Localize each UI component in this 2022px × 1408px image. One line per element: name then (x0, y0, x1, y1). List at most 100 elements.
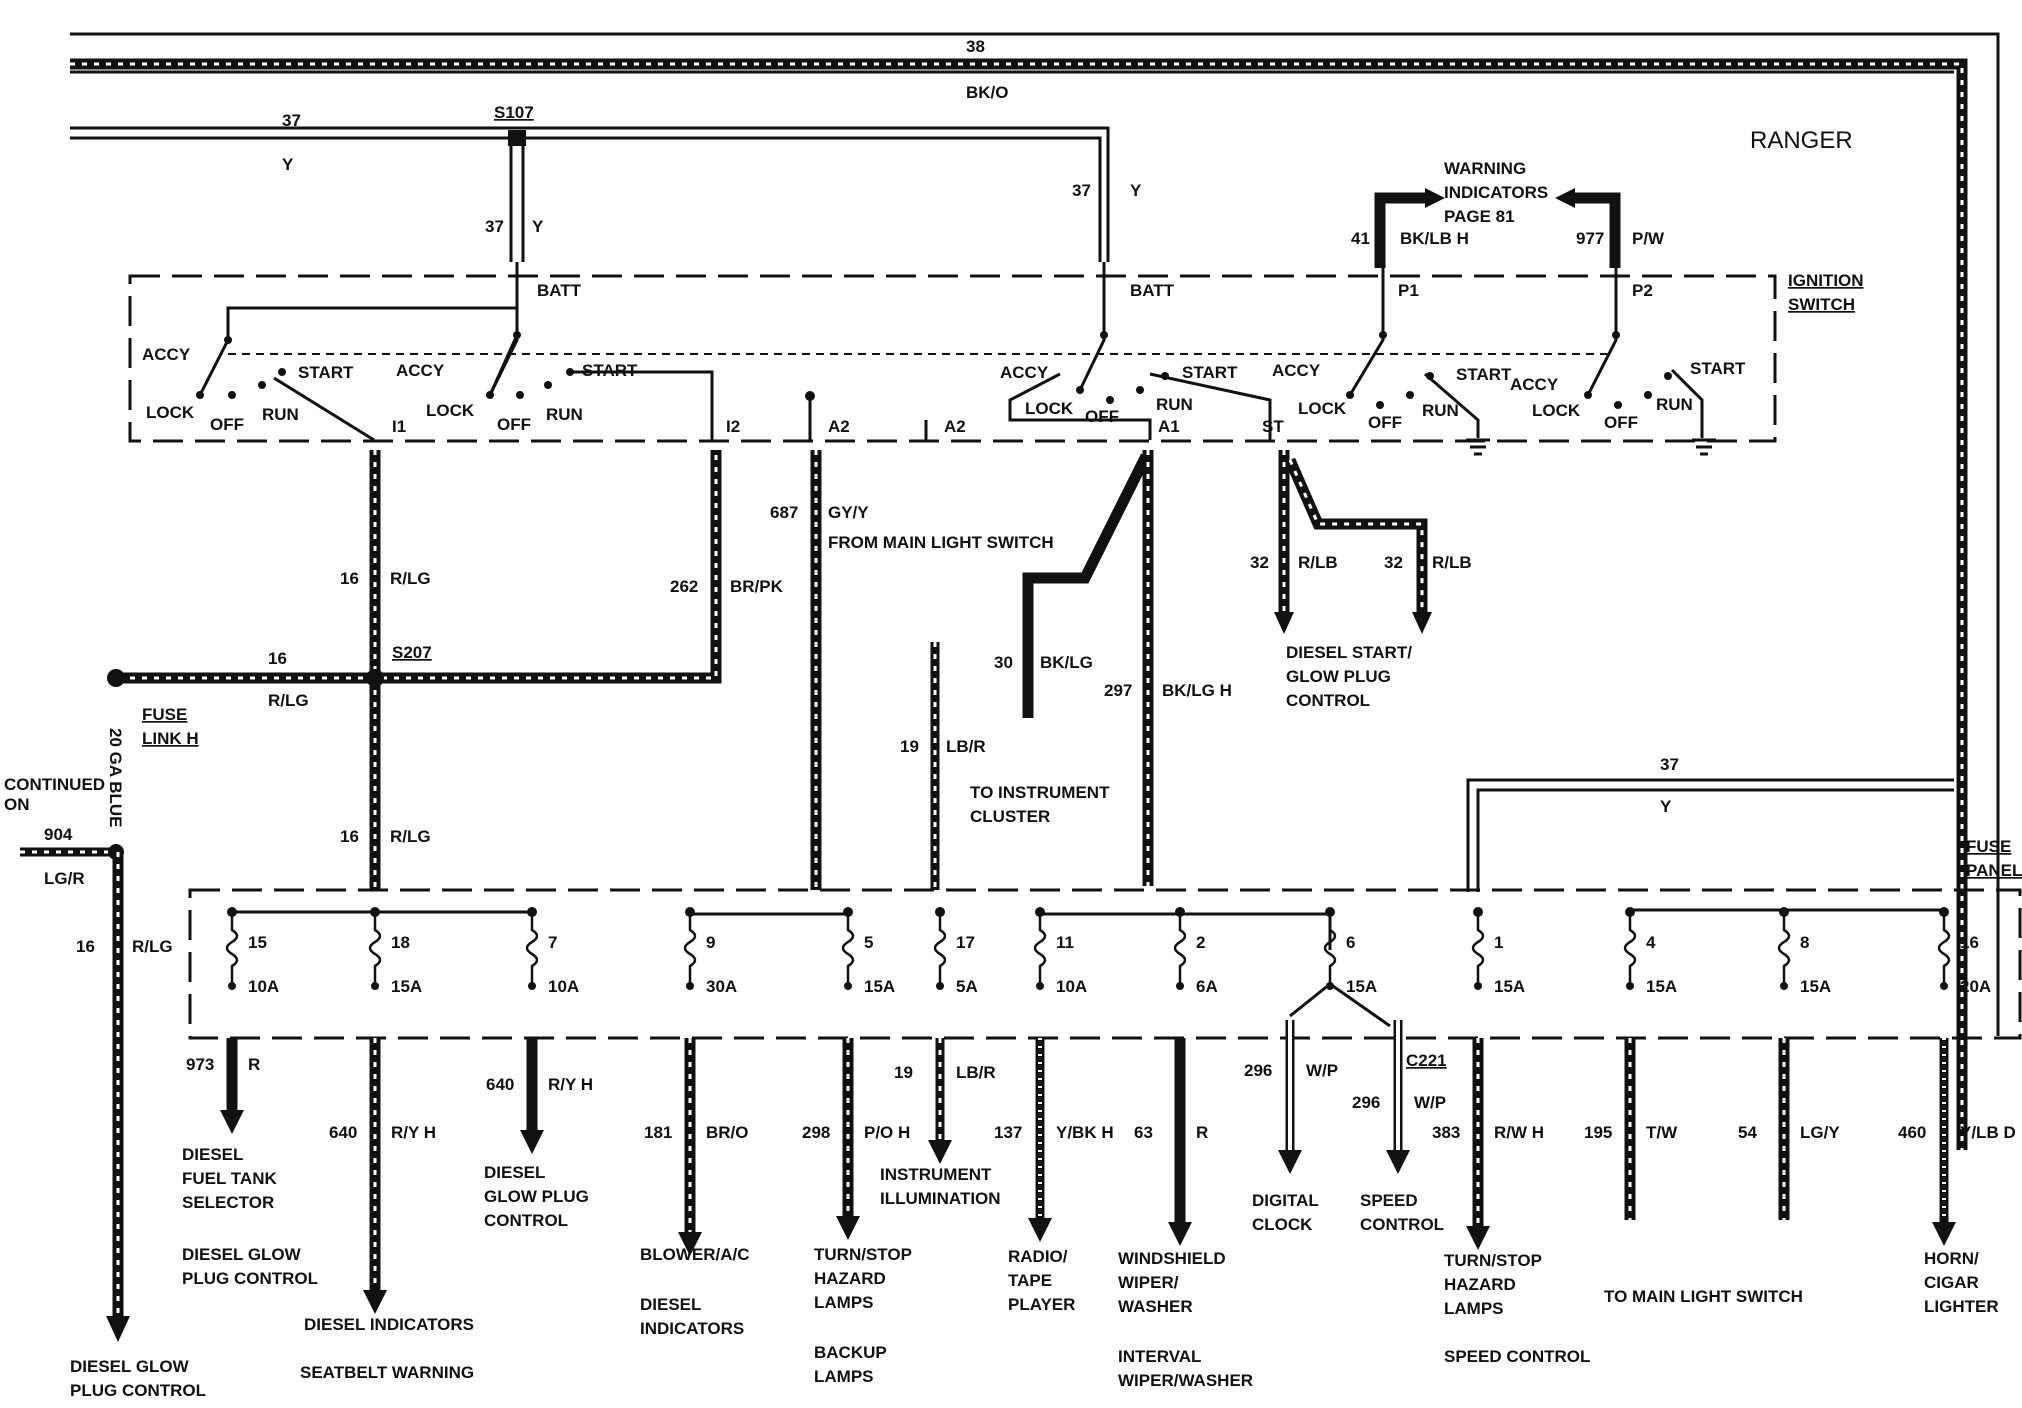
svg-text:OFF: OFF (1085, 407, 1119, 426)
svg-text:P1: P1 (1398, 281, 1419, 300)
output-circuit-number: 63 (1134, 1123, 1153, 1142)
wire-38-bk-o (70, 32, 2000, 1150)
svg-text:OFF: OFF (210, 415, 244, 434)
splice-s207: S207 (392, 643, 432, 662)
output-circuit-color: T/W (1646, 1123, 1678, 1142)
output-circuit-color: R (1196, 1123, 1208, 1142)
svg-text:32: 32 (1250, 553, 1269, 572)
fuse-link-label: FUSE (142, 705, 187, 724)
svg-text:TURN/STOP: TURN/STOP (814, 1245, 912, 1264)
fuse-number: 15 (248, 933, 267, 952)
svg-text:GLOW PLUG: GLOW PLUG (484, 1187, 589, 1206)
svg-text:DIESEL INDICATORS: DIESEL INDICATORS (304, 1315, 474, 1334)
svg-text:ACCY: ACCY (1510, 375, 1559, 394)
svg-text:FUEL TANK: FUEL TANK (182, 1169, 277, 1188)
svg-text:HAZARD: HAZARD (1444, 1275, 1516, 1294)
svg-text:WIPER/WASHER: WIPER/WASHER (1118, 1371, 1253, 1390)
svg-text:START: START (298, 363, 354, 382)
svg-text:LG/R: LG/R (44, 869, 85, 888)
svg-text:A1: A1 (1158, 417, 1180, 436)
svg-text:WASHER: WASHER (1118, 1297, 1193, 1316)
svg-text:LAMPS: LAMPS (1444, 1299, 1504, 1318)
switch-labels: ACCY LOCK OFF RUN START ACCY LOCK OFF RU… (142, 281, 1746, 436)
svg-text:DIESEL GLOW: DIESEL GLOW (182, 1245, 302, 1264)
fuse-number: 1 (1494, 933, 1503, 952)
splice-s207-dot (366, 669, 384, 687)
output-circuit-number: 296 (1244, 1061, 1272, 1080)
svg-text:904: 904 (44, 825, 73, 844)
svg-text:GY/Y: GY/Y (828, 503, 869, 522)
output-195-tw: 195 T/W (1584, 1038, 1678, 1220)
fuse-amp: 20A (1960, 977, 1991, 996)
svg-text:16: 16 (268, 649, 287, 668)
svg-text:16: 16 (76, 937, 95, 956)
ignition-switch-box (128, 274, 1777, 443)
svg-text:HORN/: HORN/ (1924, 1249, 1979, 1268)
output-circuit-number: 460 (1898, 1123, 1926, 1142)
svg-text:PAGE 81: PAGE 81 (1444, 207, 1515, 226)
svg-text:LOCK: LOCK (1532, 401, 1581, 420)
svg-text:SEATBELT WARNING: SEATBELT WARNING (300, 1363, 474, 1382)
output-circuit-number: 298 (802, 1123, 830, 1142)
output-circuit-color: R/Y H (391, 1123, 436, 1142)
svg-text:BK/LG: BK/LG (1040, 653, 1093, 672)
fuse-amp: 15A (1646, 977, 1677, 996)
output-circuit-color: P/O H (864, 1123, 910, 1142)
fuse-amp: 15A (1494, 977, 1525, 996)
circuit-32-r-lb (1274, 450, 1432, 634)
load-labels: DIESEL FUEL TANK SELECTOR DIESEL GLOW PL… (182, 1145, 1999, 1390)
wire-977-color: P/W (1632, 229, 1665, 248)
svg-text:19: 19 (900, 737, 919, 756)
splice-s107-dot (508, 130, 526, 146)
diesel-start-label: DIESEL START/ (1286, 643, 1412, 662)
fuse-amp: 15A (391, 977, 422, 996)
svg-text:GLOW PLUG: GLOW PLUG (1286, 667, 1391, 686)
svg-text:OFF: OFF (1368, 413, 1402, 432)
svg-text:PANEL: PANEL (1966, 861, 2022, 880)
fuse-number: 7 (548, 933, 557, 952)
output-63-r: 63 R (1134, 1038, 1208, 1246)
svg-text:INDICATORS: INDICATORS (640, 1319, 744, 1338)
svg-text:LOCK: LOCK (1025, 399, 1074, 418)
output-circuit-color: W/P (1306, 1061, 1338, 1080)
svg-text:RUN: RUN (262, 405, 299, 424)
svg-text:WIPER/: WIPER/ (1118, 1273, 1179, 1292)
svg-text:37: 37 (1660, 755, 1679, 774)
output-circuit-number: 973 (186, 1055, 214, 1074)
splice-s107: S107 (494, 103, 534, 122)
svg-text:R/LG: R/LG (132, 937, 173, 956)
output-circuit-color: BR/O (706, 1123, 749, 1142)
svg-text:LAMPS: LAMPS (814, 1367, 874, 1386)
output-circuit-number: 137 (994, 1123, 1022, 1142)
svg-text:ACCY: ACCY (1272, 361, 1321, 380)
ignition-switch-label: IGNITION (1788, 271, 1864, 290)
svg-text:PLUG CONTROL: PLUG CONTROL (70, 1381, 206, 1400)
output-circuit-number: 195 (1584, 1123, 1612, 1142)
svg-text:CIGAR: CIGAR (1924, 1273, 1979, 1292)
output-circuit-number: 181 (644, 1123, 672, 1142)
fuses: 1510A1815A710A930A515A175A1110A26A615A11… (225, 907, 1991, 996)
svg-text:TAPE: TAPE (1008, 1271, 1052, 1290)
wire-37-left-color: Y (532, 217, 544, 236)
svg-text:A2: A2 (944, 417, 966, 436)
warning-indicators-label: WARNING (1444, 159, 1526, 178)
output-640-ryh: 640 R/Y H (329, 1038, 436, 1314)
output-circuit-number: 640 (329, 1123, 357, 1142)
output-circuit-number: 54 (1738, 1123, 1757, 1142)
wire-37-right-color: Y (1130, 181, 1142, 200)
fuse-number: 5 (864, 933, 873, 952)
svg-text:CONTROL: CONTROL (1286, 691, 1370, 710)
fuse-6-split (1289, 982, 1391, 1028)
svg-text:ILLUMINATION: ILLUMINATION (880, 1189, 1001, 1208)
fuse-number: 8 (1800, 933, 1809, 952)
svg-text:RUN: RUN (1656, 395, 1693, 414)
